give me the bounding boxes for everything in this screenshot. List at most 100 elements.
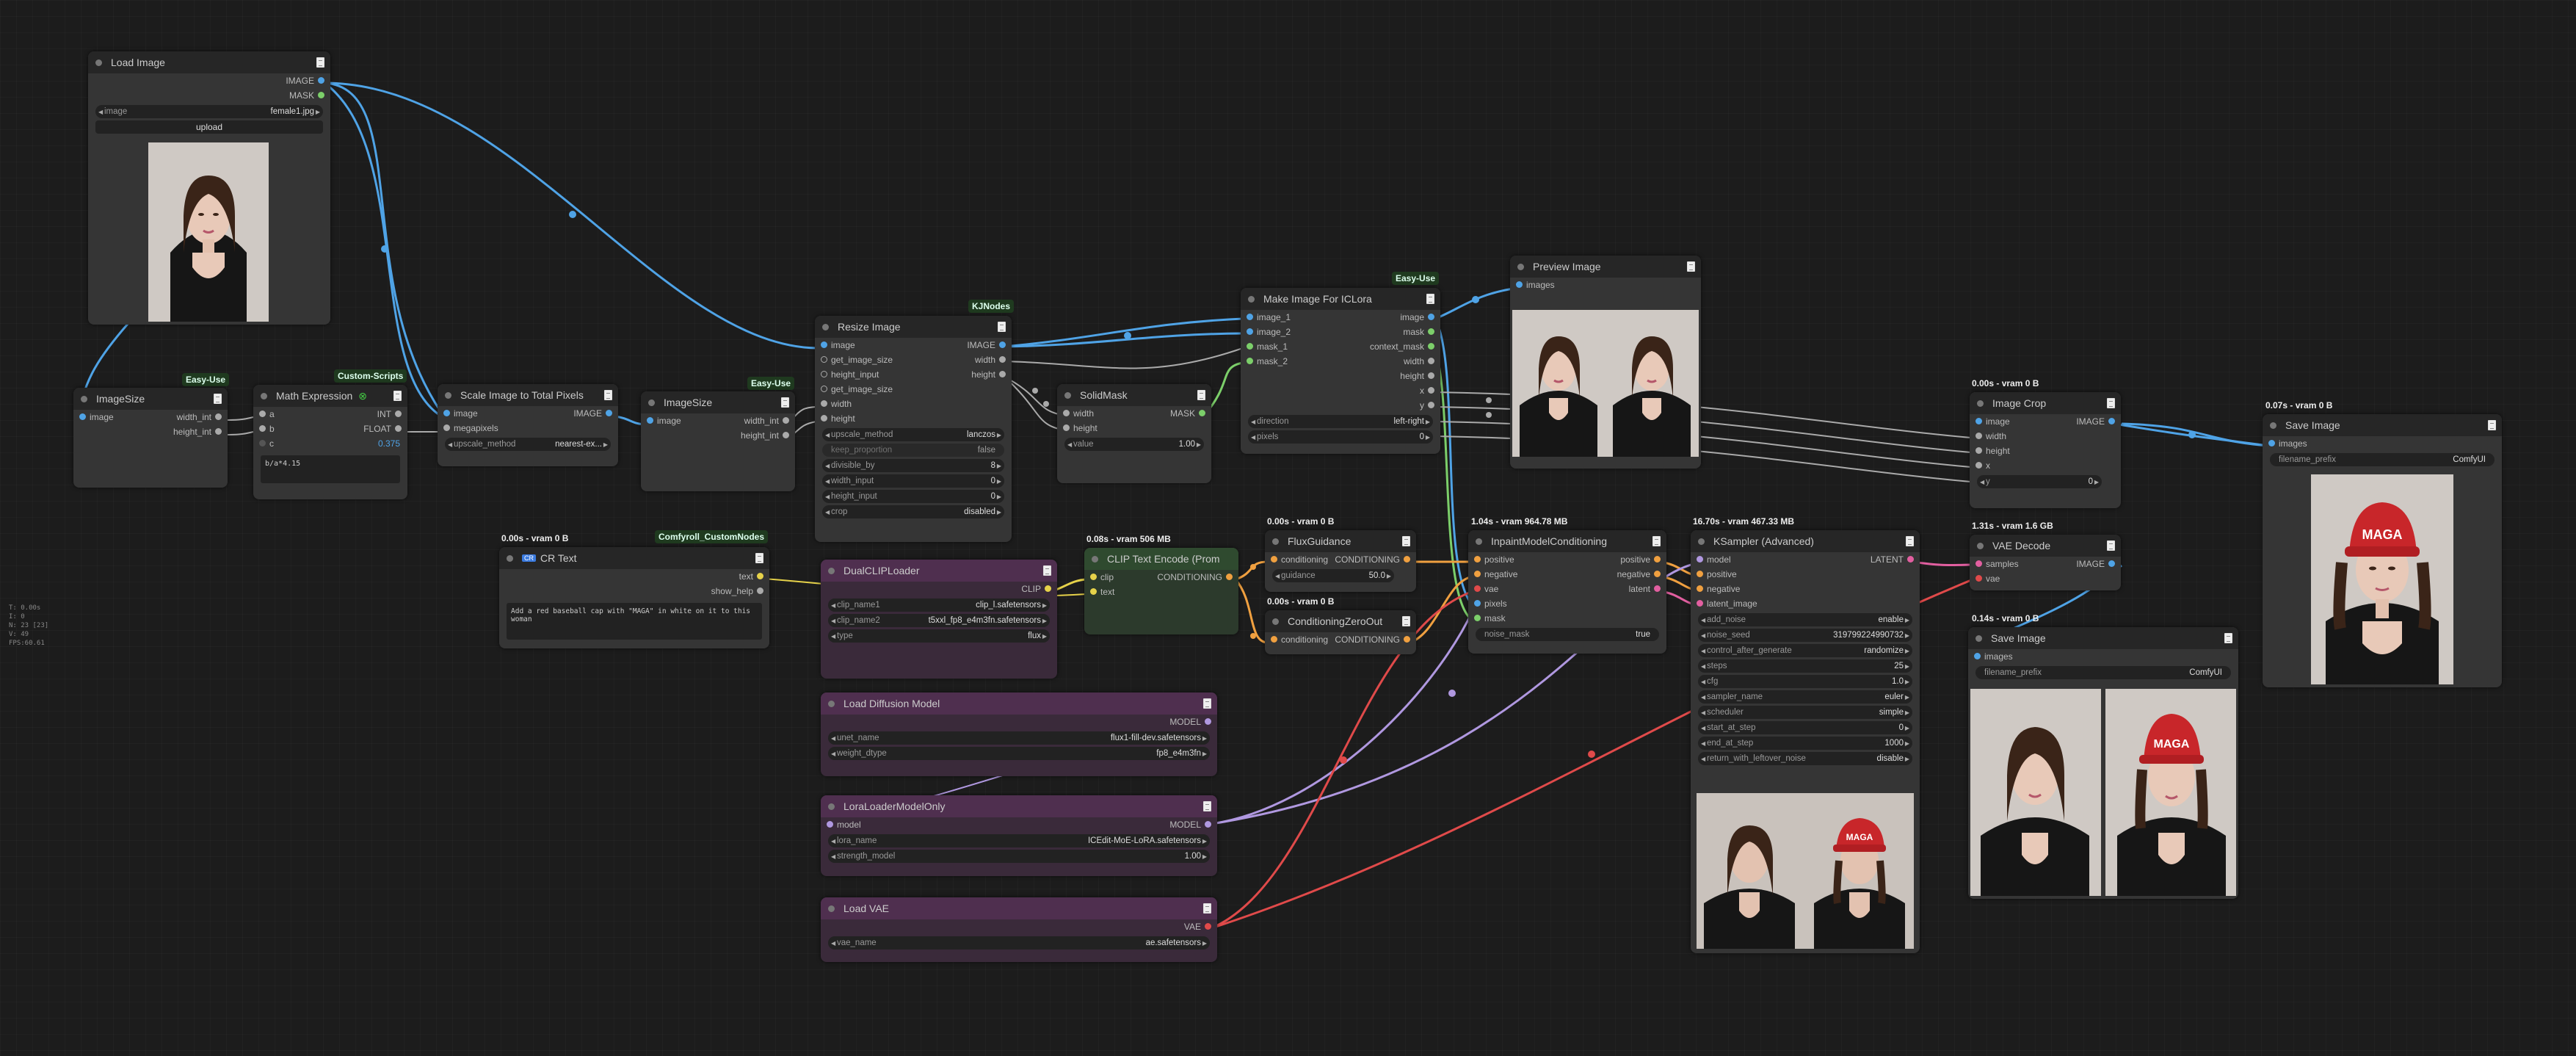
output-socket-text[interactable]	[757, 573, 763, 579]
input-socket-latent-image[interactable]	[1697, 600, 1703, 607]
input-socket-width[interactable]	[821, 400, 827, 407]
output-socket-x[interactable]	[1428, 387, 1434, 394]
output-socket-positive[interactable]	[1654, 556, 1661, 563]
output-socket-image[interactable]	[2108, 418, 2115, 424]
document-icon[interactable]	[1203, 698, 1211, 709]
divisible-by-stepper[interactable]: divisible_by8	[822, 459, 1004, 472]
document-icon[interactable]	[781, 397, 789, 408]
output-socket-height[interactable]	[999, 371, 1006, 377]
input-socket-negative[interactable]	[1697, 585, 1703, 592]
output-socket-negative[interactable]	[1654, 571, 1661, 577]
node-preview-image[interactable]: Preview Image images	[1510, 256, 1701, 469]
output-socket-image[interactable]	[318, 77, 324, 84]
output-socket-conditioning[interactable]	[1404, 636, 1410, 643]
input-socket-conditioning[interactable]	[1271, 636, 1277, 643]
input-socket-image[interactable]	[821, 341, 827, 348]
output-socket-model[interactable]	[1205, 821, 1211, 828]
document-icon[interactable]	[1426, 294, 1434, 304]
output-socket-y[interactable]	[1428, 402, 1434, 408]
output-socket-vae[interactable]	[1205, 923, 1211, 930]
input-socket-mask-1[interactable]	[1247, 343, 1253, 350]
output-socket-height[interactable]	[215, 428, 222, 435]
input-socket-height-input[interactable]	[821, 371, 827, 377]
input-socket-samples[interactable]	[1975, 560, 1982, 567]
output-socket-conditioning[interactable]	[1226, 574, 1233, 580]
input-socket-conditioning[interactable]	[1271, 556, 1277, 563]
document-icon[interactable]	[1402, 616, 1410, 626]
prompt-textarea[interactable]: Add a red baseball cap with "MAGA" in wh…	[507, 603, 762, 640]
document-icon[interactable]	[1906, 536, 1914, 546]
input-socket-images[interactable]	[2268, 440, 2275, 446]
document-icon[interactable]	[316, 57, 324, 68]
upload-button[interactable]: upload	[95, 120, 323, 134]
input-socket-images[interactable]	[1974, 653, 1981, 659]
input-socket-image[interactable]	[647, 417, 653, 424]
document-icon[interactable]	[755, 553, 763, 563]
document-icon[interactable]	[1203, 903, 1211, 914]
node-dualcliploader[interactable]: DualCLIPLoader CLIP clip_name1clip_l.saf…	[821, 560, 1057, 679]
input-socket-vae[interactable]	[1474, 585, 1481, 592]
input-socket-megapixels[interactable]	[443, 424, 450, 431]
output-socket-width[interactable]	[1428, 358, 1434, 364]
document-icon[interactable]	[2224, 633, 2232, 643]
output-socket-image[interactable]	[999, 341, 1006, 348]
input-socket-image-2[interactable]	[1247, 328, 1253, 335]
output-socket-width[interactable]	[999, 356, 1006, 363]
output-socket-image[interactable]	[606, 410, 612, 416]
input-socket-pixels[interactable]	[1474, 600, 1481, 607]
y-stepper[interactable]: y0	[1977, 475, 2102, 488]
input-socket-clip[interactable]	[1090, 574, 1097, 580]
input-socket-c[interactable]	[259, 440, 266, 446]
document-icon[interactable]	[604, 390, 612, 400]
document-icon[interactable]	[998, 322, 1006, 332]
input-socket-width[interactable]	[1063, 410, 1070, 416]
document-icon[interactable]	[2107, 398, 2115, 408]
input-socket-width[interactable]	[1975, 433, 1982, 439]
input-socket-images[interactable]	[1516, 281, 1523, 288]
output-socket-height[interactable]	[783, 432, 789, 438]
document-icon[interactable]	[2488, 420, 2496, 430]
input-socket-model[interactable]	[1697, 556, 1703, 563]
input-socket-image[interactable]	[1975, 418, 1982, 424]
output-socket-latent[interactable]	[1907, 556, 1914, 563]
input-socket-x[interactable]	[1975, 462, 1982, 469]
input-socket-get-image-size[interactable]	[821, 356, 827, 363]
input-socket-positive[interactable]	[1474, 556, 1481, 563]
output-socket-show-help[interactable]	[757, 587, 763, 594]
output-socket-conditioning[interactable]	[1404, 556, 1410, 563]
document-icon[interactable]	[2107, 540, 2115, 551]
output-socket-mask[interactable]	[1199, 410, 1205, 416]
input-socket-positive[interactable]	[1697, 571, 1703, 577]
document-icon[interactable]	[1687, 261, 1695, 272]
output-socket-image[interactable]	[2108, 560, 2115, 567]
input-socket-text[interactable]	[1090, 588, 1097, 595]
output-socket-image[interactable]	[1428, 314, 1434, 320]
output-socket-context-mask[interactable]	[1428, 343, 1434, 350]
input-socket-image[interactable]	[79, 413, 86, 420]
